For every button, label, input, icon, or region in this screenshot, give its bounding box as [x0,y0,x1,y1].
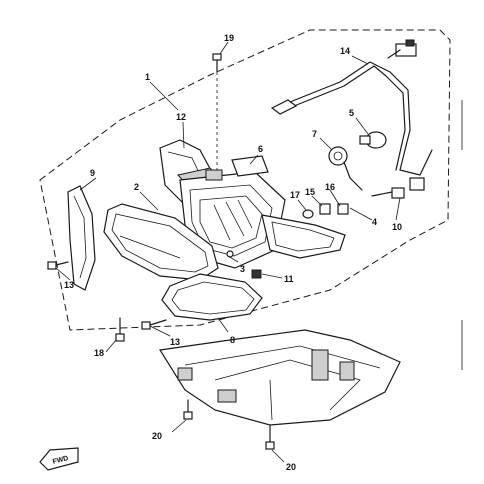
fwd-label: FWD [52,455,69,466]
callout-20-left: 20 [152,431,162,441]
socket-part-16 [337,203,349,215]
callout-8: 8 [230,335,235,345]
bulb-part-5 [359,131,387,149]
right-turn-signal-housing [261,214,346,259]
screw-part-19 [212,53,222,73]
wiring-harness-part-14 [270,39,433,176]
callout-5: 5 [349,108,354,118]
leader-5 [355,117,369,135]
callout-2: 2 [134,182,139,192]
callout-1: 1 [145,72,150,82]
callout-7: 7 [312,129,317,139]
socket-part-7 [328,146,363,191]
callout-12: 12 [176,112,186,122]
leader-12 [182,121,185,149]
forward-direction-arrow: FWD [39,447,79,471]
callout-13-center: 13 [170,337,180,347]
callout-10: 10 [392,222,402,232]
leader-13b [149,325,171,337]
callout-16: 16 [325,182,335,192]
screw-part-20-bottom [265,425,275,450]
callout-20-bottom: 20 [286,462,296,472]
leader-10 [395,197,401,221]
callout-17: 17 [290,190,300,200]
leader-2 [139,191,159,211]
callout-19: 19 [224,33,234,43]
bulb-part-17 [302,209,314,219]
callout-4: 4 [372,217,377,227]
screw-part-18 [115,317,125,342]
leader-16 [329,189,341,207]
callout-18: 18 [94,348,104,358]
assembly-boundary [39,29,451,331]
callout-9: 9 [90,168,95,178]
leader-17 [297,199,307,211]
socket-part-15 [319,203,331,215]
leader-13a [55,267,71,281]
bolt-part-13-center [141,319,167,330]
leader-20a [171,419,187,433]
leader-4 [349,207,373,221]
leader-1 [149,81,179,111]
lower-cowl [159,329,401,426]
front-lens-part-2 [103,203,219,281]
leader-8 [217,317,229,333]
leader-11 [261,273,283,279]
callout-11: 11 [284,274,294,284]
leader-19 [219,41,229,55]
leader-3 [227,255,239,263]
callout-14: 14 [340,46,350,56]
bulb-part-10 [371,177,425,199]
leader-15 [311,195,323,207]
leader-7 [319,137,333,151]
lower-lens-part-8 [161,273,263,321]
screw-part-20-left [183,399,193,420]
clip-part-11 [251,269,262,279]
callout-3: 3 [240,264,245,274]
leader-9 [79,177,97,191]
leader-14 [351,55,369,65]
bolt-part-13-left [47,261,69,270]
label-part-6 [231,155,269,177]
side-cover-part-9 [67,185,96,291]
leader-18 [105,339,117,353]
callout-6: 6 [258,144,263,154]
leader-6 [249,154,259,165]
leader-20b [271,449,285,463]
screw-part-3 [226,250,234,258]
callout-15: 15 [305,187,315,197]
callout-13-left: 13 [64,280,74,290]
